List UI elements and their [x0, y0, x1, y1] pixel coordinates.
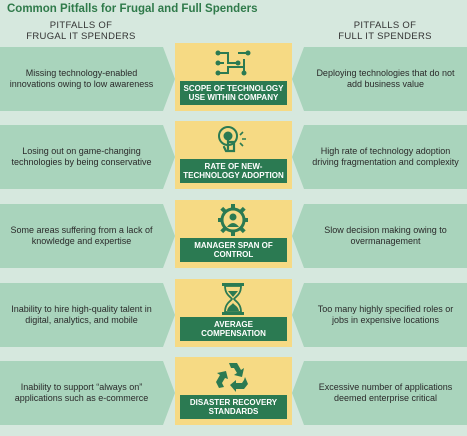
full-spender-pitfall-cell: High rate of technology adoption driving…	[304, 125, 467, 189]
pitfall-row-disaster-recovery: Inability to support “always on” applica…	[0, 357, 467, 425]
left-arrow-connector	[163, 361, 175, 425]
dimension-tile: RATE OF NEW-TECHNOLOGY ADOPTION	[175, 121, 292, 189]
recycle-icon	[213, 361, 253, 393]
touch-icon	[213, 125, 253, 157]
page-title: Common Pitfalls for Frugal and Full Spen…	[7, 3, 258, 15]
frugal-pitfall-cell: Missing technology-enabled innovations o…	[0, 47, 163, 111]
circuit-icon	[213, 47, 253, 79]
frugal-pitfall-cell: Inability to hire high-quality talent in…	[0, 283, 163, 347]
left-arrow-connector	[163, 125, 175, 189]
dimension-tile: AVERAGE COMPENSATION	[175, 279, 292, 347]
dimension-label: RATE OF NEW-TECHNOLOGY ADOPTION	[180, 159, 287, 183]
hourglass-icon	[213, 283, 253, 315]
dimension-label: MANAGER SPAN OF CONTROL	[180, 238, 287, 262]
frugal-pitfall-cell: Losing out on game-changing technologies…	[0, 125, 163, 189]
right-arrow-connector	[292, 361, 304, 425]
right-arrow-connector	[292, 204, 304, 268]
pitfall-row-technology-scope: Missing technology-enabled innovations o…	[0, 43, 467, 111]
right-arrow-connector	[292, 47, 304, 111]
left-arrow-connector	[163, 47, 175, 111]
right-column-header: PITFALLS OF FULL IT SPENDERS	[305, 20, 465, 42]
right-header-line-1: PITFALLS OF	[353, 20, 417, 31]
left-arrow-connector	[163, 204, 175, 268]
pitfall-row-span-of-control: Some areas suffering from a lack of know…	[0, 200, 467, 268]
left-column-header: PITFALLS OF FRUGAL IT SPENDERS	[1, 20, 161, 42]
right-header-line-2: FULL IT SPENDERS	[338, 31, 432, 42]
full-spender-pitfall-cell: Deploying technologies that do not add b…	[304, 47, 467, 111]
right-arrow-connector	[292, 283, 304, 347]
dimension-tile: DISASTER RECOVERY STANDARDS	[175, 357, 292, 425]
left-header-line-1: PITFALLS OF	[49, 20, 113, 31]
full-spender-pitfall-cell: Too many highly specified roles or jobs …	[304, 283, 467, 347]
pitfall-row-compensation: Inability to hire high-quality talent in…	[0, 279, 467, 347]
dimension-label: DISASTER RECOVERY STANDARDS	[180, 395, 287, 419]
dimension-label: AVERAGE COMPENSATION	[180, 317, 287, 341]
manager-gear-icon	[213, 204, 253, 236]
full-spender-pitfall-cell: Excessive number of applications deemed …	[304, 361, 467, 425]
right-arrow-connector	[292, 125, 304, 189]
dimension-tile: MANAGER SPAN OF CONTROL	[175, 200, 292, 268]
left-arrow-connector	[163, 283, 175, 347]
pitfall-row-adoption-rate: Losing out on game-changing technologies…	[0, 121, 467, 189]
frugal-pitfall-cell: Some areas suffering from a lack of know…	[0, 204, 163, 268]
dimension-tile: SCOPE OF TECHNOLOGY USE WITHIN COMPANY	[175, 43, 292, 111]
full-spender-pitfall-cell: Slow decision making owing to overmanage…	[304, 204, 467, 268]
left-header-line-2: FRUGAL IT SPENDERS	[26, 31, 136, 42]
dimension-label: SCOPE OF TECHNOLOGY USE WITHIN COMPANY	[180, 81, 287, 105]
pitfall-rows: Missing technology-enabled innovations o…	[0, 43, 467, 427]
frugal-pitfall-cell: Inability to support “always on” applica…	[0, 361, 163, 425]
